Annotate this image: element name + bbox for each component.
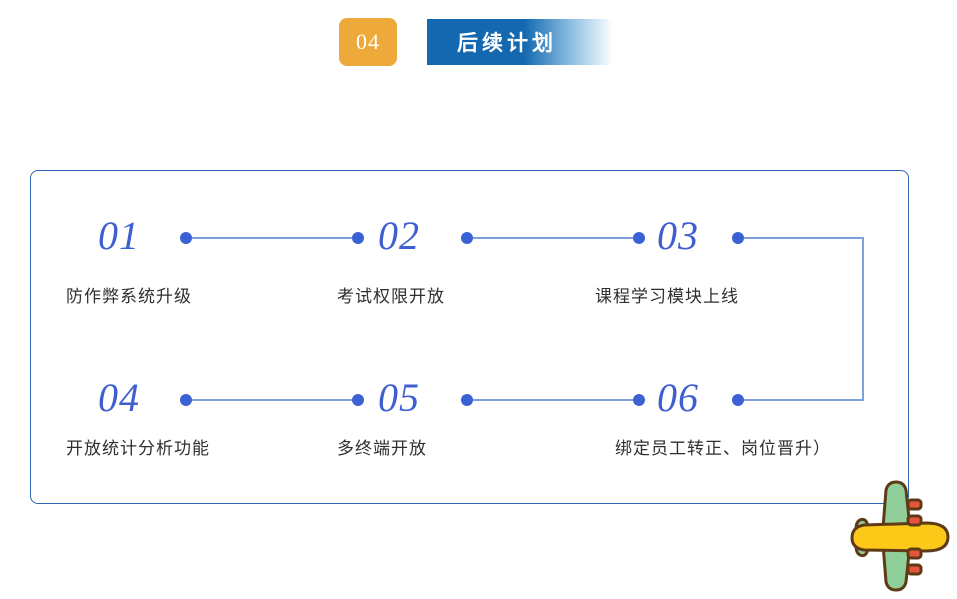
step-label-04: 开放统计分析功能: [66, 439, 210, 458]
step-number-01: 01: [98, 213, 140, 258]
content-frame: [30, 170, 909, 504]
section-header: 04 后续计划: [339, 18, 613, 66]
section-number-badge: 04: [339, 18, 397, 66]
step-label-06: 绑定员工转正、岗位晋升）: [615, 439, 831, 458]
airplane-icon: [850, 480, 950, 592]
step-label-01: 防作弊系统升级: [66, 287, 192, 306]
step-number-04: 04: [98, 375, 140, 420]
section-title-banner: 后续计划: [427, 19, 613, 65]
section-title-text: 后续计划: [457, 32, 557, 55]
step-label-03: 课程学习模块上线: [595, 287, 739, 306]
step-number-02: 02: [378, 213, 420, 258]
step-label-02: 考试权限开放: [337, 287, 445, 306]
step-number-03: 03: [657, 213, 699, 258]
step-label-05: 多终端开放: [337, 439, 427, 458]
step-number-06: 06: [657, 375, 699, 420]
step-number-05: 05: [378, 375, 420, 420]
